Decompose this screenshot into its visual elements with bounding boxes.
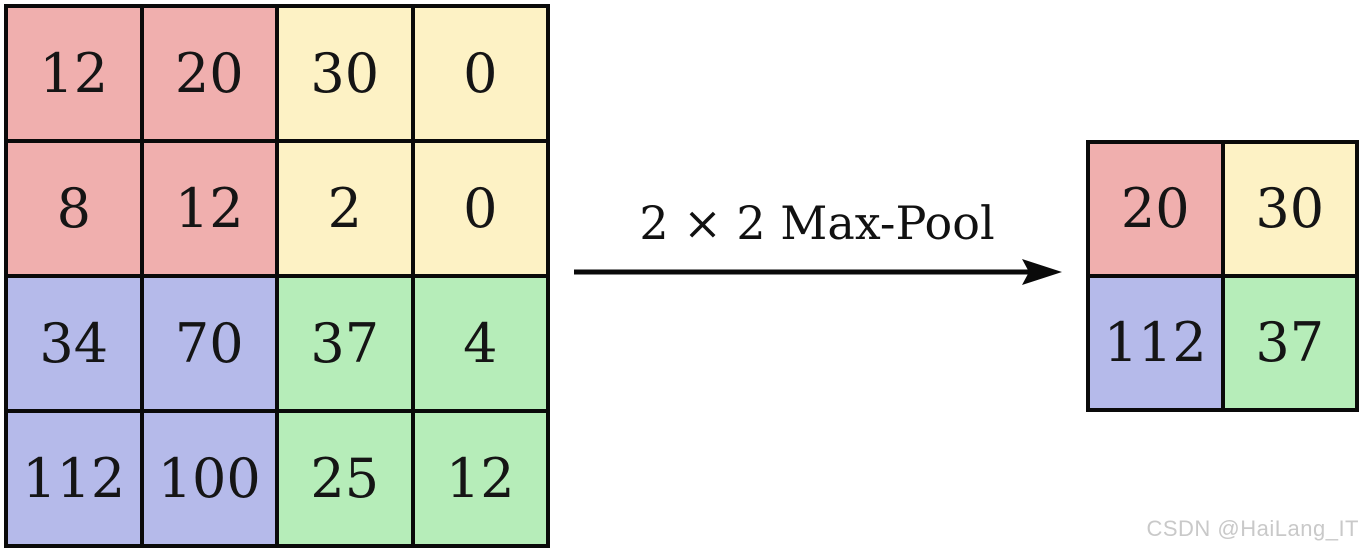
input-cell-r3c3: 12 bbox=[412, 411, 548, 546]
max-pool-operation: 2 × 2 Max-Pool bbox=[572, 196, 1062, 296]
output-cell-r0c1: 30 bbox=[1222, 142, 1357, 276]
input-cell-r3c2: 25 bbox=[277, 411, 413, 546]
input-cell-r1c2: 2 bbox=[277, 141, 413, 276]
input-cell-r0c3: 0 bbox=[412, 6, 548, 141]
input-cell-r1c3: 0 bbox=[412, 141, 548, 276]
input-cell-r2c3: 4 bbox=[412, 276, 548, 411]
input-cell-r3c1: 100 bbox=[141, 411, 277, 546]
operation-label: 2 × 2 Max-Pool bbox=[639, 196, 995, 250]
input-cell-r0c1: 20 bbox=[141, 6, 277, 141]
output-cell-r1c1: 37 bbox=[1222, 276, 1357, 410]
input-cell-r0c0: 12 bbox=[6, 6, 142, 141]
right-arrow-icon bbox=[574, 259, 1062, 285]
output-cell-r1c0: 112 bbox=[1088, 276, 1223, 410]
input-cell-r0c2: 30 bbox=[277, 6, 413, 141]
input-cell-r2c2: 37 bbox=[277, 276, 413, 411]
input-cell-r1c1: 12 bbox=[141, 141, 277, 276]
input-cell-r2c1: 70 bbox=[141, 276, 277, 411]
input-matrix: 12 20 30 0 8 12 2 0 34 70 37 4 112 100 2… bbox=[4, 4, 550, 548]
input-cell-r3c0: 112 bbox=[6, 411, 142, 546]
input-cell-r2c0: 34 bbox=[6, 276, 142, 411]
output-cell-r0c0: 20 bbox=[1088, 142, 1223, 276]
input-cell-r1c0: 8 bbox=[6, 141, 142, 276]
watermark-text: CSDN @HaiLang_IT bbox=[1146, 516, 1359, 541]
output-matrix: 20 30 112 37 bbox=[1086, 140, 1359, 412]
